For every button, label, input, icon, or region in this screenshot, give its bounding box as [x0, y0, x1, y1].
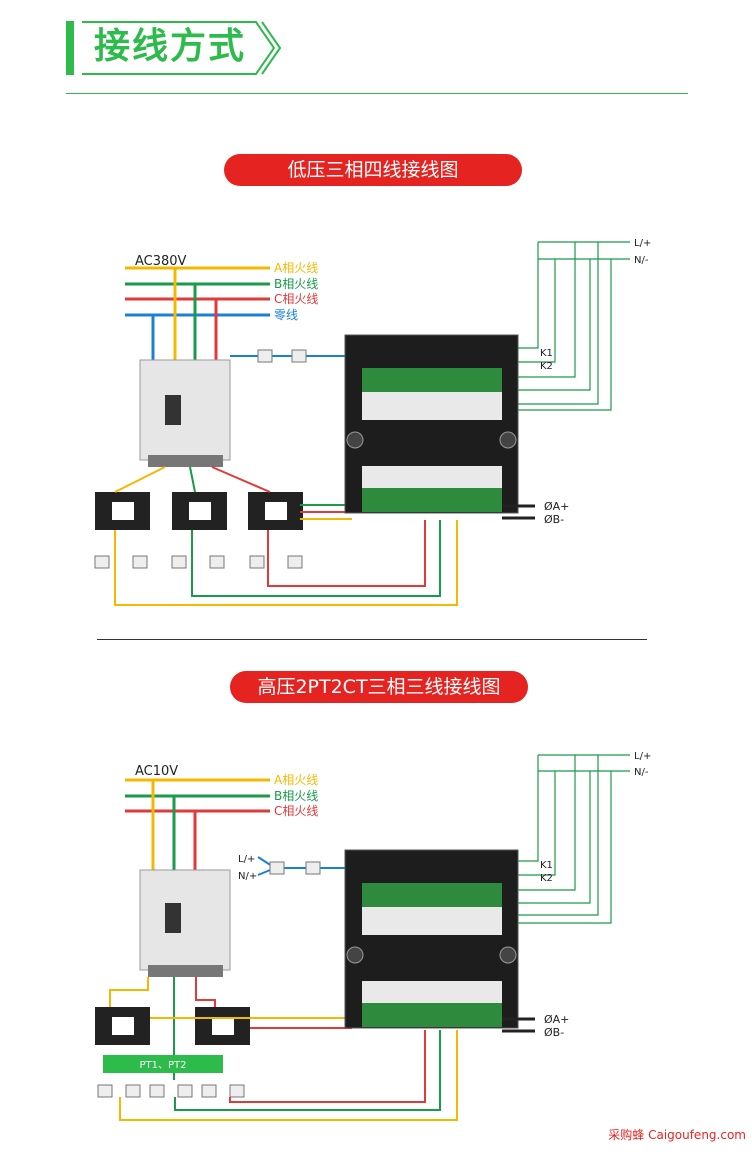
diagram2-line-b: B相火线 [274, 789, 318, 803]
diagram1-title: 低压三相四线接线图 [224, 154, 522, 186]
diagram2-wiring: AC10V A相火线 B相火线 C相火线 L/+ N/+ PT1、PT2 [95, 751, 651, 1121]
diagram1-line-b: B相火线 [274, 277, 318, 291]
diagram2-power-n: N/- [634, 767, 649, 778]
diagram2-ct-c [195, 1007, 250, 1045]
diagram1-ct-c [248, 492, 303, 530]
diagram1-rs485-a: ØA+ [544, 500, 569, 513]
diagram2-aux-n: N/+ [238, 871, 257, 882]
diagram2-rs485-a: ØA+ [544, 1013, 569, 1026]
diagram2-line-c: C相火线 [274, 804, 318, 818]
diagram1-line-n: 零线 [274, 308, 298, 322]
diagram2-meter [344, 849, 519, 1029]
watermark: 采购蜂 Caigoufeng.com [608, 1128, 746, 1142]
diagram2-ct-a [95, 1007, 150, 1045]
header-frame [82, 21, 282, 75]
diagram1-rs485-b: ØB- [544, 513, 564, 526]
diagram1-ct-b [172, 492, 227, 530]
header-divider [66, 93, 688, 94]
diagram2-rs485-b: ØB- [544, 1026, 564, 1039]
diagram2-line-a: A相火线 [274, 773, 318, 787]
diagram1-ct-a [95, 492, 150, 530]
diagram1-line-c: C相火线 [274, 292, 318, 306]
diagram2-k2: K2 [540, 873, 553, 884]
diagram1-k1: K1 [540, 348, 553, 359]
diagram1-wiring: AC380V A相火线 B相火线 C相火线 零线 [94, 238, 651, 606]
header-accent-bar [66, 21, 74, 75]
diagram1-power-l: L/+ [634, 238, 651, 249]
diagram1-power-n: N/- [634, 255, 649, 266]
diagram1-meter [344, 334, 519, 514]
diagram2-voltage: AC10V [135, 764, 178, 779]
diagram2-k1: K1 [540, 860, 553, 871]
diagram1-voltage: AC380V [135, 254, 187, 269]
diagram2-title: 高压2PT2CT三相三线接线图 [230, 671, 528, 703]
section-divider [97, 639, 647, 640]
diagram2-aux-l: L/+ [238, 854, 255, 865]
diagram1-k2: K2 [540, 361, 553, 372]
diagram2-pt-label: PT1、PT2 [139, 1060, 186, 1071]
diagram1-line-a: A相火线 [274, 261, 318, 275]
diagram1-breaker [139, 359, 231, 467]
diagram2-breaker [139, 869, 231, 977]
diagram2-power-l: L/+ [634, 751, 651, 762]
page-title: 接线方式 [94, 26, 247, 67]
